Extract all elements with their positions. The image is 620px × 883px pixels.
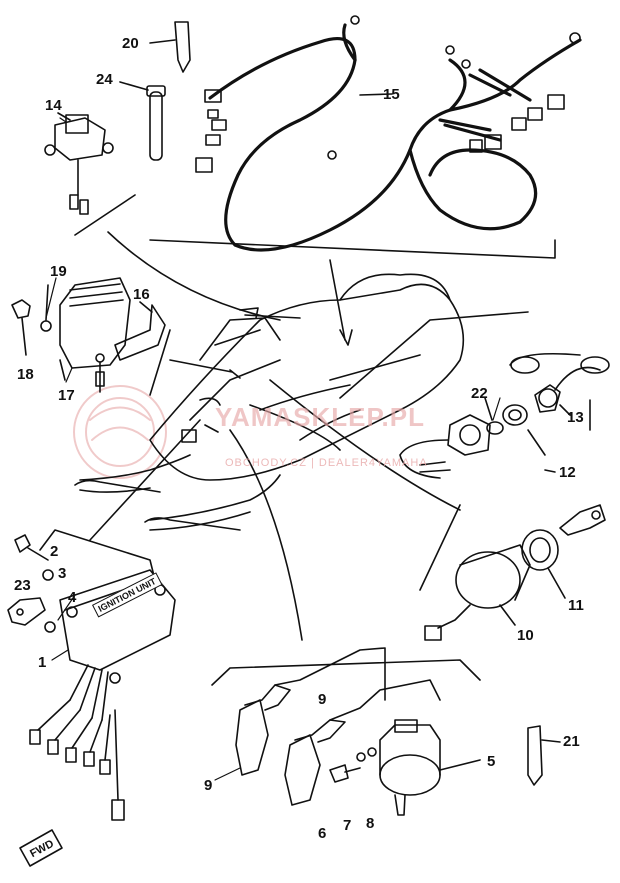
part-24-sleeve [119,81,166,161]
part-18-bolt [11,299,31,356]
group-bracket-coil [211,659,481,686]
callout-leaders [45,117,501,781]
part-23-bracket [7,597,46,626]
part-19-nut [40,284,52,332]
callout-16: 16 [133,286,150,303]
callout-8: 8 [366,815,375,832]
leader-lines [89,329,461,641]
part-20-fuse [149,21,191,73]
callout-23: 23 [14,577,31,594]
callout-19: 19 [50,263,67,280]
callout-3: 3 [58,565,67,582]
callout-9-lower: 9 [204,777,213,794]
part-15-connectors [195,15,581,173]
part-16-bracket [114,301,166,361]
group-bracket-left-lower [39,529,156,581]
watermark-subtext: OBCHODY.CZ | DEALER4YAMAHA [225,457,428,469]
part-2-bolt [14,534,49,561]
part-12-switch-body [399,404,546,479]
callout-13: 13 [567,409,584,426]
part-14-switch [44,112,114,215]
part-9-plug-cap-left [235,647,386,776]
callout-20: 20 [122,35,139,52]
part-6-bolt [329,764,361,783]
callout-12: 12 [559,464,576,481]
callout-17: 17 [58,387,75,404]
callout-10: 10 [517,627,534,644]
part-5-ignition-coil [379,719,481,816]
snowmobile-skis [74,479,241,531]
part-17-regulator [59,277,131,393]
part-15-wire-harness [208,23,582,252]
fwd-arrow-outline [19,829,63,867]
part-9-plug-cap-right [284,679,441,806]
callout-22: 22 [471,385,488,402]
part-13-knob [509,352,610,416]
group-bracket-lines [74,194,556,346]
callout-5: 5 [487,753,496,770]
callout-11: 11 [568,597,584,614]
callout-4: 4 [68,589,77,606]
callout-2: 2 [50,543,59,560]
part-1-cdi-unit [29,569,176,821]
callout-9-upper: 9 [318,691,327,708]
callout-21: 21 [563,733,580,750]
part-3-nut [42,569,54,581]
callout-1: 1 [38,654,47,671]
part-21-terminal [527,725,561,786]
callout-7: 7 [343,817,352,834]
part-8-nut [367,747,377,757]
group-bracket-right-lower [419,504,461,591]
group-bracket-right-upper [339,311,591,473]
callout-14: 14 [45,97,62,114]
part-11-bezel [521,529,566,599]
watermark-text: YAMASKLEP.PL [215,402,425,432]
watermark-logo [73,385,167,479]
callout-6: 6 [318,825,327,842]
part-10-main-switch [424,544,531,641]
part-7-washer [356,752,366,762]
part-4-washer [44,621,56,633]
callout-24: 24 [96,71,113,88]
part-key [559,504,606,536]
part-22-washer [484,397,504,435]
callout-18: 18 [17,366,34,383]
callout-15: 15 [383,86,400,103]
